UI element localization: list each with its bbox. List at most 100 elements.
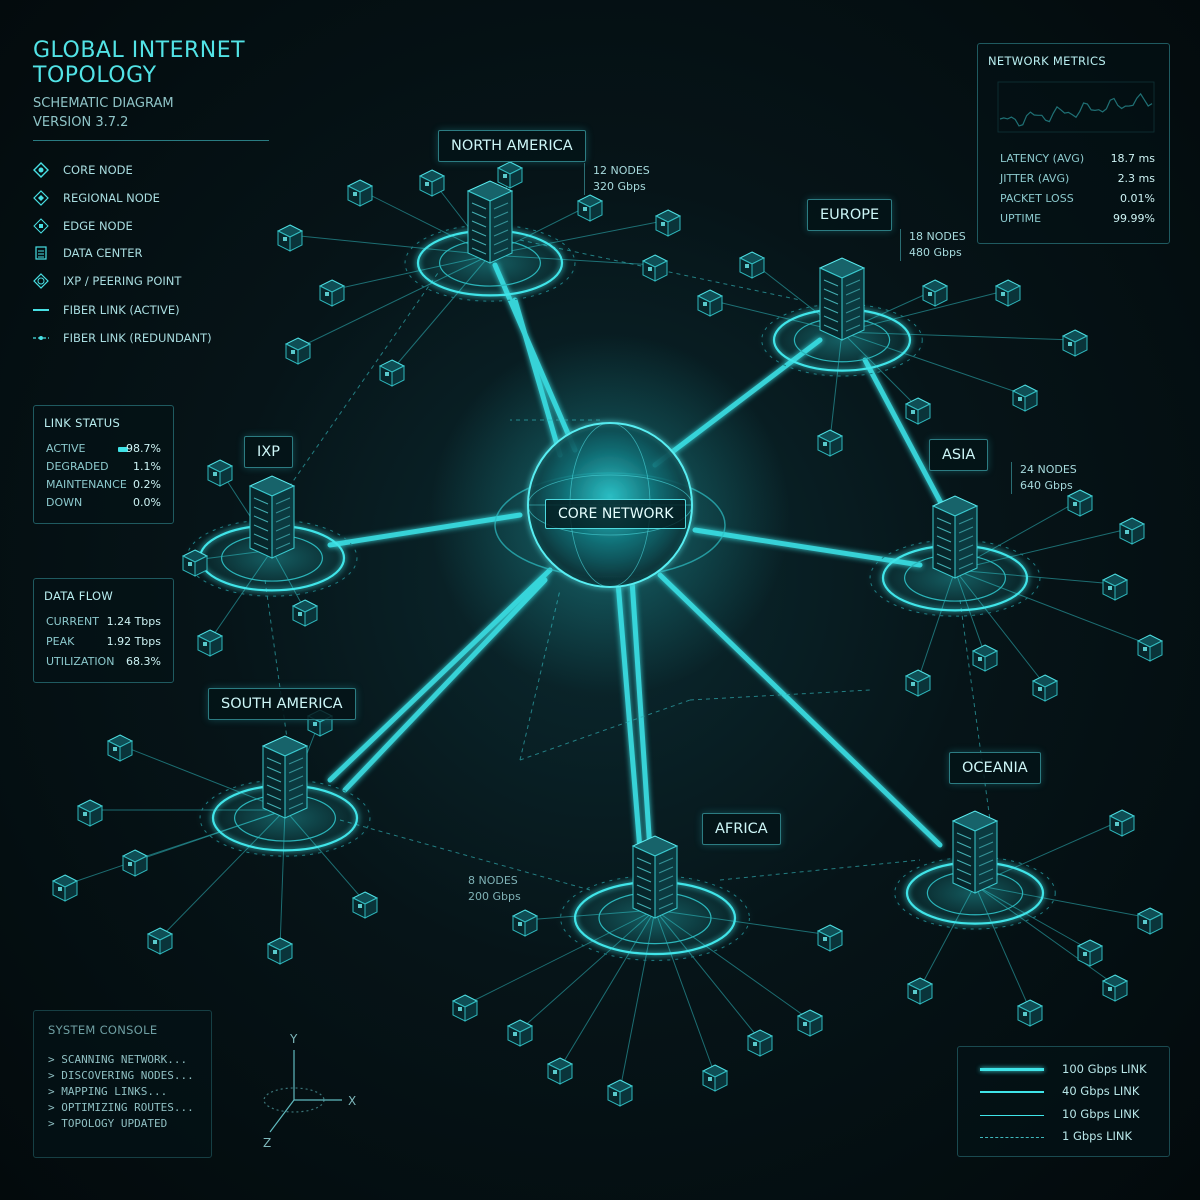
- regional-hub-ixp: [182, 475, 362, 598]
- edge-node-icon: [451, 994, 479, 1022]
- metrics-label: PACKET LOSS: [1000, 192, 1074, 205]
- link-africa-oceania: [719, 859, 921, 881]
- region-bandwidth: 640 Gbps: [1020, 479, 1073, 492]
- link-ixp-north-america: [279, 269, 441, 501]
- link-legend-label: 1 Gbps LINK: [1062, 1129, 1133, 1143]
- system-console-panel: SYSTEM CONSOLE > SCANNING NETWORK... > D…: [33, 1010, 212, 1158]
- hub-ring-dashed: [404, 224, 576, 302]
- region-node-count: 24 NODES: [1020, 463, 1077, 476]
- title-divider: [33, 140, 269, 141]
- metrics-row: LATENCY (AVG) 18.7 ms: [1000, 152, 1155, 168]
- hub-ring-dashed: [761, 303, 923, 377]
- hub-ring-dashed: [869, 539, 1041, 617]
- title-block: GLOBAL INTERNET TOPOLOGY SCHEMATIC DIAGR…: [33, 38, 273, 141]
- data-flow-panel: DATA FLOW CURRENT 1.24 Tbps PEAK 1.92 Tb…: [33, 578, 174, 683]
- axis-gizmo-ring: [263, 1087, 325, 1113]
- region-bandwidth: 320 Gbps: [593, 180, 646, 193]
- metrics-value: 2.3 ms: [1117, 172, 1155, 185]
- metrics-label: UPTIME: [1000, 212, 1042, 225]
- data-center-icon: [261, 735, 309, 819]
- edge-node-icon: [1061, 329, 1089, 357]
- link-status-label: MAINTENANCE: [46, 478, 127, 491]
- region-label-north-america: NORTH AMERICA: [438, 130, 586, 162]
- region-node-count: 12 NODES: [593, 164, 650, 177]
- region-node-count: 8 NODES: [468, 874, 518, 887]
- legend-label: FIBER LINK (REDUNDANT): [63, 331, 212, 345]
- region-label-south-america: SOUTH AMERICA: [208, 688, 356, 720]
- link-status-label: DEGRADED: [46, 460, 109, 473]
- regional-hub-south-america: [195, 735, 375, 858]
- data-center-icon: [35, 246, 47, 260]
- region-node-count: 18 NODES: [909, 230, 966, 243]
- edge-node-icon: [291, 599, 319, 627]
- network-metrics-title: NETWORK METRICS: [988, 54, 1106, 68]
- link-status-row: DEGRADED 1.1%: [46, 460, 161, 476]
- data-flow-label: UTILIZATION: [46, 655, 115, 668]
- regional-hub-north-america: [400, 180, 580, 303]
- edge-node-icon: [746, 1029, 774, 1057]
- legend-label: REGIONAL NODE: [63, 191, 160, 205]
- edge-node-icon: [276, 224, 304, 252]
- region-bandwidth: 200 Gbps: [468, 890, 521, 903]
- link-legend-label: 100 Gbps LINK: [1062, 1062, 1147, 1076]
- page-subtitle: SCHEMATIC DIAGRAM: [33, 96, 174, 111]
- link-40g-swatch: [980, 1091, 1044, 1093]
- console-line: > MAPPING LINKS...: [48, 1085, 168, 1098]
- edge-node-icon: [1136, 634, 1164, 662]
- link-legend-row: 10 Gbps LINK: [980, 1107, 1150, 1123]
- hub-ring-dashed: [894, 856, 1056, 930]
- fiber-active-icon: [33, 309, 49, 311]
- link-status-row: MAINTENANCE 0.2%: [46, 478, 161, 494]
- edge-node-icon: [654, 209, 682, 237]
- edge-node-icon: [496, 161, 524, 189]
- link-status-row: ACTIVE 98.7%: [46, 442, 161, 458]
- link-10g-swatch: [980, 1115, 1044, 1116]
- edge-node-icon: [1108, 809, 1136, 837]
- edge-node-icon: [1101, 974, 1129, 1002]
- edge-node-icon: [738, 251, 766, 279]
- core-network-label: CORE NETWORK: [545, 499, 687, 529]
- metrics-row: UPTIME 99.99%: [1000, 212, 1155, 228]
- data-flow-title: DATA FLOW: [44, 589, 114, 603]
- data-flow-row: CURRENT 1.24 Tbps: [46, 615, 161, 631]
- axis-z-line: [269, 1099, 295, 1133]
- edge-node-icon: [121, 849, 149, 877]
- region-stats-north-america: 12 NODES 320 Gbps: [584, 163, 650, 195]
- region-label-asia: ASIA: [929, 439, 989, 471]
- link-south-america-africa: [339, 819, 591, 891]
- region-stats-asia: 24 NODES 640 Gbps: [1011, 462, 1077, 494]
- link-status-label: DOWN: [46, 496, 83, 509]
- edge-node-icon: [318, 279, 346, 307]
- link-100g-swatch: [980, 1068, 1044, 1071]
- edge-node-icon: [1011, 384, 1039, 412]
- edge-node-icon: [351, 891, 379, 919]
- link-speed-legend: 100 Gbps LINK 40 Gbps LINK 10 Gbps LINK …: [957, 1046, 1170, 1157]
- link-1g-swatch: [980, 1137, 1044, 1138]
- regional-hub-asia: [865, 495, 1045, 618]
- edge-node-icon: [796, 1009, 824, 1037]
- edge-node-icon: [576, 194, 604, 222]
- edge-node-icon: [511, 909, 539, 937]
- data-center-icon: [818, 257, 866, 341]
- console-line: > DISCOVERING NODES...: [48, 1069, 194, 1082]
- regional-node-icon: [33, 190, 49, 206]
- data-flow-row: PEAK 1.92 Tbps: [46, 635, 161, 651]
- fiber-redundant-icon: [33, 336, 49, 340]
- edge-node-icon: [206, 459, 234, 487]
- axis-z-label: Z: [263, 1136, 272, 1150]
- edge-node-icon: [816, 429, 844, 457]
- edge-node-icon: [1031, 674, 1059, 702]
- edge-node-icon: [378, 359, 406, 387]
- link-status-label: ACTIVE: [46, 442, 86, 455]
- region-bandwidth: 480 Gbps: [909, 246, 962, 259]
- edge-node-icon: [266, 937, 294, 965]
- legend-label: CORE NODE: [63, 163, 133, 177]
- link-ixp-south-america: [264, 579, 291, 761]
- metrics-row: JITTER (AVG) 2.3 ms: [1000, 172, 1155, 188]
- link-asia-oceania: [959, 599, 991, 821]
- link-status-value: 0.0%: [133, 496, 161, 509]
- metrics-value: 99.99%: [1113, 212, 1155, 225]
- edge-node-icon: [146, 927, 174, 955]
- edge-node-icon: [1066, 489, 1094, 517]
